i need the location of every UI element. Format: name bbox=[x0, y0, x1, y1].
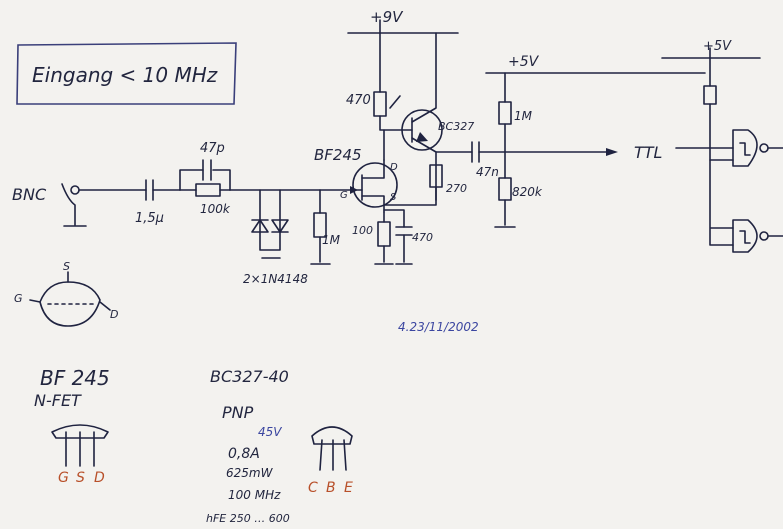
c-src-label: 470 bbox=[412, 231, 433, 244]
c-in-label: 1,5µ bbox=[135, 211, 164, 226]
diodes-label: 2×1N4148 bbox=[243, 272, 308, 286]
fet-info-type: N-FET bbox=[34, 391, 82, 410]
bjt-spec-hfe: hFE 250 … 600 bbox=[206, 512, 290, 525]
bjt-spec-frequency: 100 MHz bbox=[228, 488, 281, 502]
bjt-info-name: BC327-40 bbox=[210, 367, 289, 386]
fet-label: BF245 bbox=[314, 146, 362, 164]
bjt-symbol: BC327 bbox=[383, 32, 474, 201]
fet-pin-s: S bbox=[76, 470, 85, 486]
rail-5v-label-a: +5V bbox=[508, 54, 540, 70]
fet-info-name: BF 245 bbox=[40, 366, 110, 390]
date-text: 4.23/11/2002 bbox=[398, 320, 479, 334]
fet-pin-g: G bbox=[58, 470, 69, 486]
r-emit-label: 270 bbox=[446, 182, 467, 195]
rail-5v-label-b: +5V bbox=[703, 39, 732, 54]
r-gate-label: 1M bbox=[322, 233, 341, 247]
gate-resistor: 1M bbox=[310, 189, 341, 265]
input-capacitor: 1,5µ bbox=[135, 179, 181, 226]
title-box: Eingang < 10 MHz bbox=[16, 42, 237, 105]
bjt-spec-voltage: 45V bbox=[258, 425, 282, 439]
source-network: 100 470 bbox=[352, 209, 433, 265]
r-ser-label: 100k bbox=[200, 202, 231, 216]
pinout-s-label: S bbox=[63, 260, 70, 273]
pinout-g-label: G bbox=[14, 292, 23, 305]
fet-pinout-drawing: S G D bbox=[14, 260, 118, 327]
bjt-spec-current: 0,8A bbox=[228, 446, 260, 462]
output-capacitor: 47n bbox=[435, 141, 611, 179]
c-par-label: 47p bbox=[200, 141, 225, 156]
bias-divider: 1M 820k bbox=[494, 72, 543, 228]
r-bot-label: 820k bbox=[512, 185, 543, 199]
fet-d-label: D bbox=[390, 162, 398, 173]
fet-package-info: BF 245 N-FET G S D bbox=[34, 366, 110, 486]
r-drain-label: 470 bbox=[346, 93, 371, 108]
fet-symbol: BF245 G D S bbox=[314, 146, 398, 213]
supply-rails: +9V +5V +5V bbox=[347, 8, 761, 74]
fet-g-label: G bbox=[340, 190, 348, 201]
pinout-d-label: D bbox=[110, 308, 118, 321]
bjt-pin-b: B bbox=[326, 480, 336, 496]
title-text: Eingang < 10 MHz bbox=[32, 63, 218, 87]
bjt-spec-power: 625mW bbox=[226, 466, 274, 480]
bnc-connector: BNC bbox=[12, 183, 87, 227]
c-out-label: 47n bbox=[476, 165, 499, 179]
fet-pin-d: D bbox=[94, 470, 105, 486]
ttl-output: TTL bbox=[606, 57, 783, 253]
bjt-pin-c: C bbox=[308, 480, 318, 496]
bjt-info-type: PNP bbox=[222, 403, 254, 422]
bjt-pin-e: E bbox=[344, 480, 353, 496]
clamp-diodes: 2×1N4148 bbox=[243, 189, 308, 286]
emitter-resistor: 270 bbox=[383, 164, 467, 206]
r-src-label: 100 bbox=[352, 224, 373, 237]
parallel-rc: 47p 100k bbox=[179, 141, 321, 216]
rail-9v-label: +9V bbox=[370, 8, 404, 26]
ttl-label: TTL bbox=[634, 143, 662, 162]
drain-resistor: 470 bbox=[346, 32, 401, 161]
fet-s-label: S bbox=[390, 192, 397, 203]
bjt-package-info: BC327-40 PNP 45V 0,8A 625mW 100 MHz hFE … bbox=[206, 367, 353, 525]
r-top-label: 1M bbox=[514, 109, 533, 123]
bjt-label: BC327 bbox=[438, 120, 474, 133]
bnc-label: BNC bbox=[12, 185, 47, 204]
